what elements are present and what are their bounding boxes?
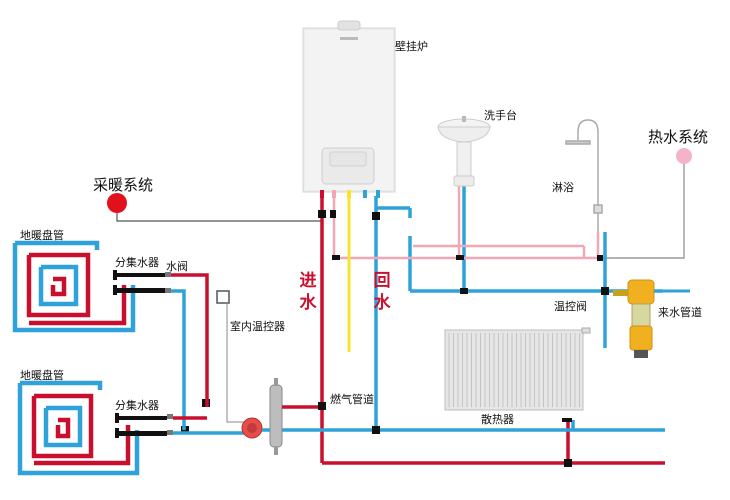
manifold-bottom-label: 分集水器 <box>115 399 159 412</box>
water-valve-label: 水阀 <box>166 260 188 273</box>
heating-system-indicator <box>107 193 127 213</box>
supply-water-label: 进 水 <box>298 270 318 314</box>
return-water-label-2: 水 <box>373 293 391 313</box>
wall-boiler <box>302 20 396 193</box>
wash-basin <box>437 116 491 187</box>
inlet-pipe-label: 来水管道 <box>658 306 702 319</box>
hydraulic-separator <box>262 378 290 455</box>
hot-water-system-indicator <box>676 148 692 164</box>
room-thermostat-box <box>216 290 230 304</box>
thermostat-wire <box>226 303 244 423</box>
supply-water-label-2: 水 <box>299 293 317 313</box>
heating-system-leader-line <box>116 213 322 222</box>
radiator <box>444 327 591 411</box>
boiler-outlets <box>320 190 380 198</box>
manifold-bottom-pipes <box>173 416 245 435</box>
floor-coil-bottom-label: 地暖盘管 <box>20 369 64 382</box>
floor-coil-top-label: 地暖盘管 <box>20 229 64 242</box>
return-water-label: 回 水 <box>372 270 392 314</box>
wash-basin-label: 洗手台 <box>484 109 517 122</box>
floor-coil-top <box>12 240 136 333</box>
thermostatic-valve-label: 温控阀 <box>554 300 587 313</box>
water-filter <box>613 279 690 358</box>
supply-water-label-1: 进 <box>299 271 317 291</box>
boiler-label: 壁挂炉 <box>395 40 428 53</box>
manifold-bottom <box>115 413 173 438</box>
supply-pipe-network <box>290 196 665 465</box>
room-thermostat-label: 室内温控器 <box>230 320 285 333</box>
floor-coil-bottom <box>17 380 140 476</box>
manifold-top-label: 分集水器 <box>115 256 159 269</box>
gas-pipe-label: 燃气管道 <box>330 393 374 406</box>
manifold-top-pipes <box>171 273 209 430</box>
radiator-label: 散热器 <box>481 413 514 426</box>
return-water-label-1: 回 <box>373 271 391 291</box>
shower-label: 淋浴 <box>552 181 574 194</box>
hot-water-system-leader-line <box>600 164 685 259</box>
circulation-pump <box>241 417 263 439</box>
shower <box>565 119 603 232</box>
hot-water-system-label: 热水系统 <box>648 128 709 146</box>
heating-system-label: 采暖系统 <box>93 176 154 194</box>
manifold-top <box>113 270 171 295</box>
hot-water-pipe-network <box>332 186 600 260</box>
